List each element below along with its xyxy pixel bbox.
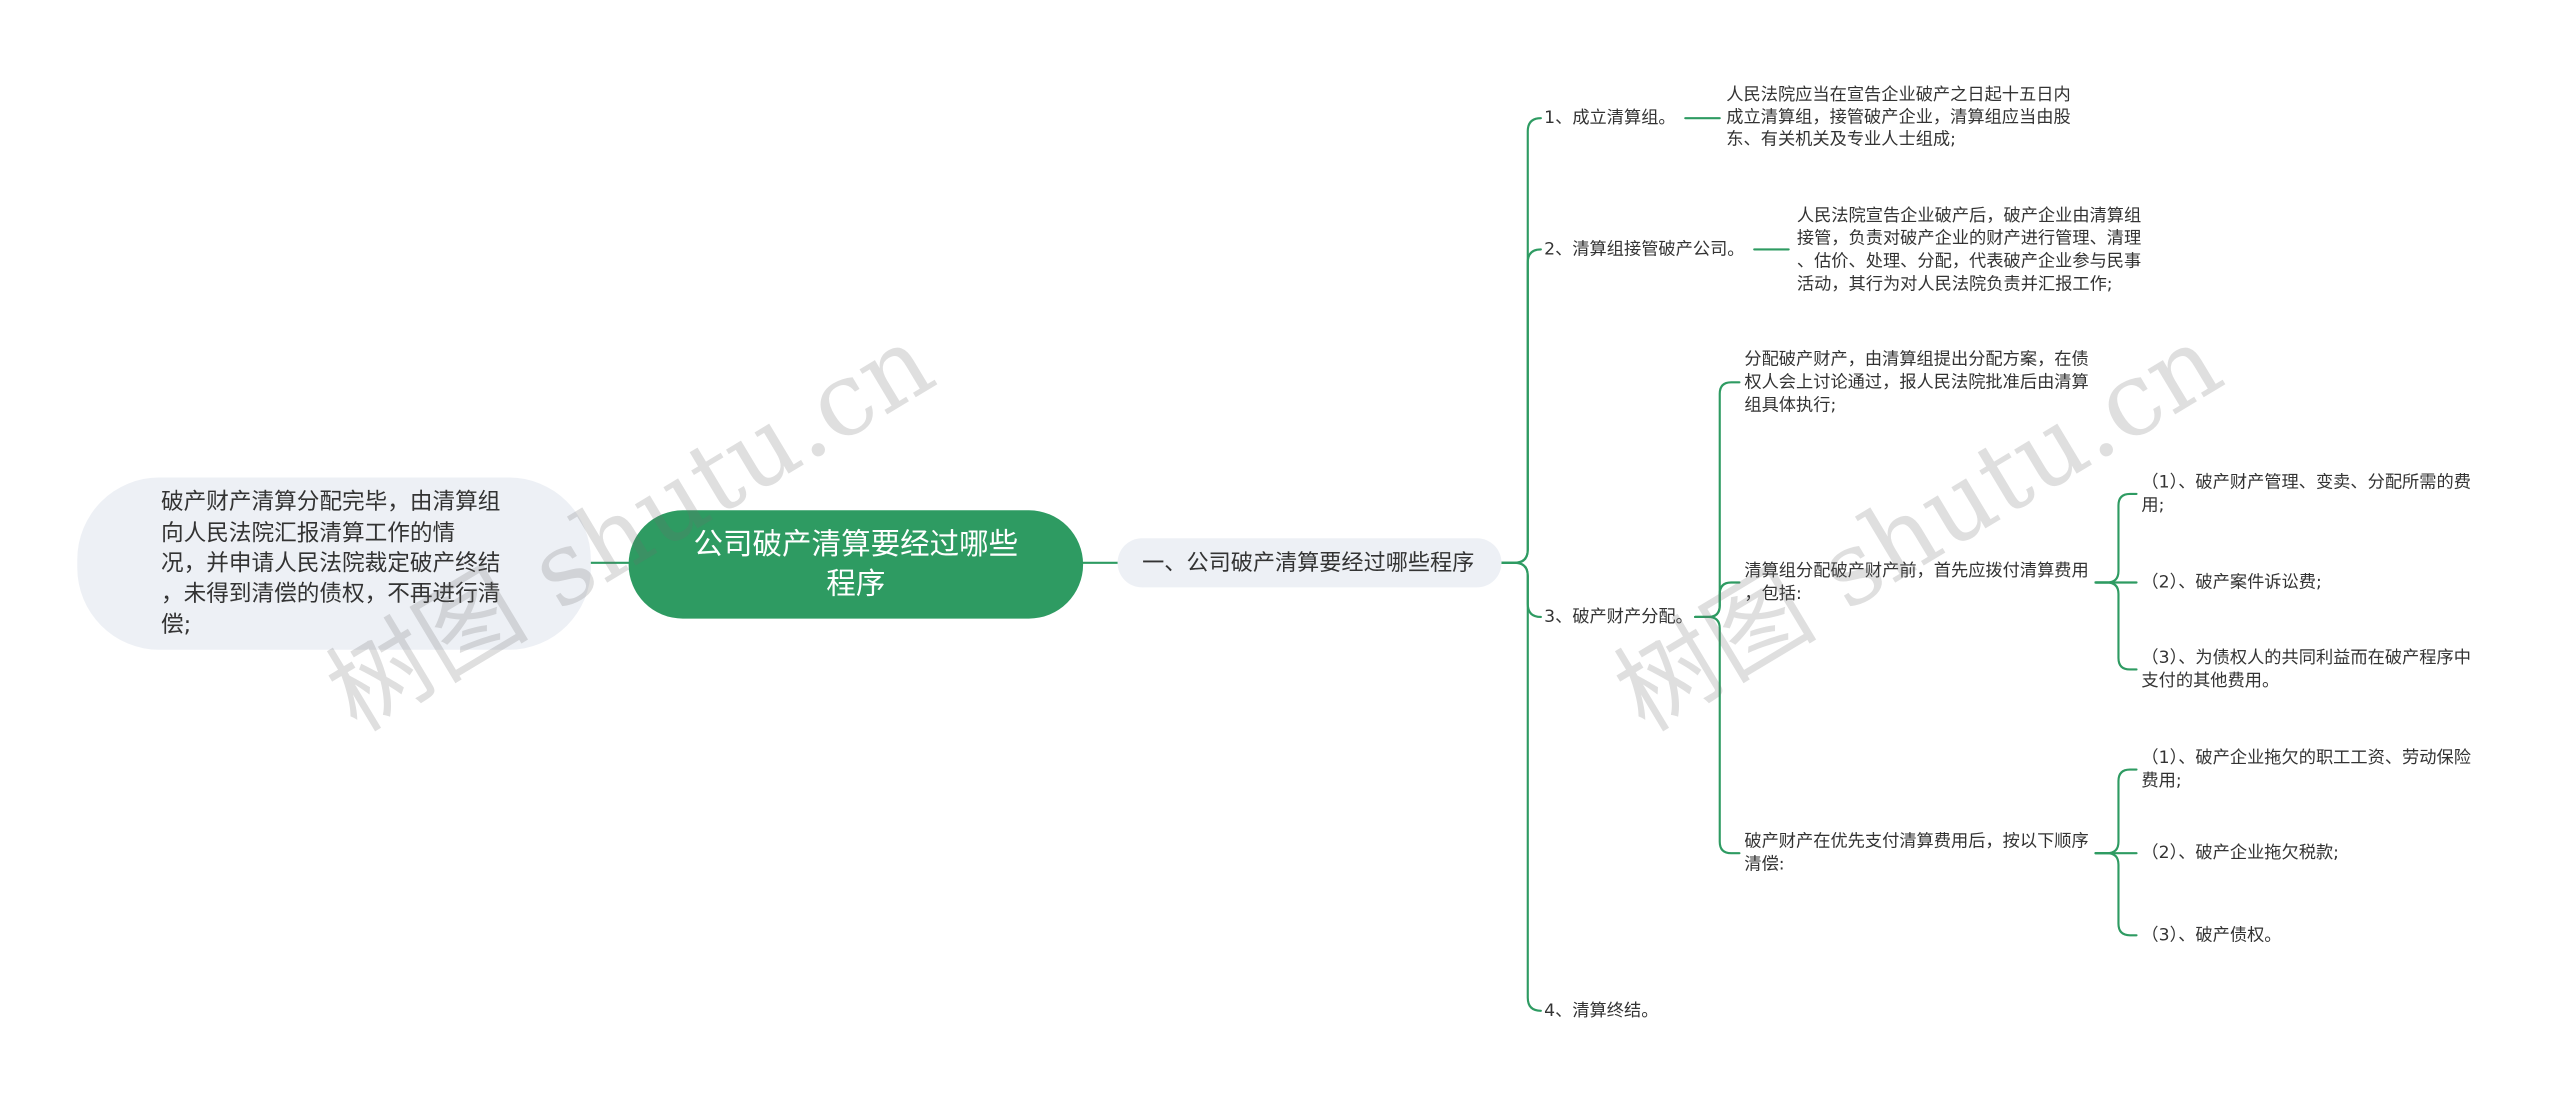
- sub-item-line: 清算组分配破产财产前，首先应拨付清算费用: [1744, 561, 2088, 581]
- left-node-line: 况，并申请人民法院裁定破产终结: [161, 551, 500, 577]
- item-detail-line: 成立清算组，接管破产企业，清算组应当由股: [1726, 107, 2070, 127]
- item-label: 3、破产财产分配。: [1544, 607, 1693, 627]
- sub-item-a: 分配破产财产，由清算组提出分配方案，在债 权人会上讨论通过，报人民法院批准后由清…: [1744, 349, 2088, 415]
- item-label: 4、清算终结。: [1544, 1001, 1658, 1021]
- connector-sub-b-1: [2094, 492, 2138, 584]
- item-label: 1、成立清算组。: [1544, 108, 1676, 128]
- item-label: 2、清算组接管破产公司。: [1544, 239, 1744, 259]
- item-detail-line: 活动，其行为对人民法院负责并汇报工作;: [1797, 275, 2113, 295]
- item-detail-line: 接管，负责对破产企业的财产进行管理、清理: [1797, 229, 2141, 249]
- branch-node-pill: [1117, 538, 1502, 588]
- connector-branch-item-2: [1500, 248, 1542, 564]
- root-node: 公司破产清算要经过哪些 程序: [628, 510, 1084, 619]
- root-node-line: 公司破产清算要经过哪些: [694, 527, 1019, 561]
- item-4: 4、清算终结。: [1544, 1001, 1658, 1021]
- left-node-bubble: [77, 477, 591, 650]
- connector-item-3-sub-b: [1694, 581, 1741, 619]
- sub-item-line: 清偿:: [1744, 855, 1784, 875]
- connectors: [589, 117, 2138, 1012]
- leaf-line: （3）、破产债权。: [2141, 925, 2281, 945]
- leaf-line: （2）、破产企业拖欠税款;: [2141, 843, 2339, 863]
- left-node-line: 破产财产清算分配完毕，由清算组: [161, 489, 500, 515]
- left-node: 破产财产清算分配完毕，由清算组 向人民法院汇报清算工作的情 况，并申请人民法院裁…: [77, 477, 591, 650]
- branch-node-label: 一、公司破产清算要经过哪些程序: [1142, 550, 1474, 576]
- item-detail-line: 、估价、处理、分配，代表破产企业参与民事: [1797, 252, 2141, 272]
- left-node-line: ，未得到清偿的债权，不再进行清: [161, 581, 500, 607]
- item-3: 3、破产财产分配。 分配破产财产，由清算组提出分配方案，在债 权人会上讨论通过，…: [1544, 349, 2471, 945]
- connector-sub-c-3: [2094, 852, 2138, 937]
- watermarks: 树图 shutu.cn 树图 shutu.cn: [308, 302, 2240, 753]
- root-node-pill: [628, 510, 1084, 619]
- sub-item-line: 权人会上讨论通过，报人民法院批准后由清算: [1744, 372, 2088, 392]
- item-detail-line: 东、有关机关及专业人士组成;: [1726, 129, 1956, 149]
- root-node-line: 程序: [826, 566, 885, 600]
- item-detail-line: 人民法院应当在宣告企业破产之日起十五日内: [1726, 85, 2070, 105]
- item-detail-line: 人民法院宣告企业破产后，破产企业由清算组: [1797, 206, 2141, 226]
- item-1: 1、成立清算组。 人民法院应当在宣告企业破产之日起十五日内 成立清算组，接管破产…: [1544, 85, 2071, 149]
- sub-item-line: 破产财产在优先支付清算费用后，按以下顺序: [1744, 832, 2088, 852]
- left-node-line: 偿;: [161, 612, 191, 638]
- leaf-line: （1）、破产财产管理、变卖、分配所需的费: [2141, 472, 2471, 492]
- leaf-line: （1）、破产企业拖欠的职工工资、劳动保险: [2141, 748, 2471, 768]
- left-node-line: 向人民法院汇报清算工作的情: [161, 520, 455, 546]
- leaf-line: （2）、破产案件诉讼费;: [2141, 572, 2321, 592]
- sub-item-b: 清算组分配破产财产前，首先应拨付清算费用 ，包括: （1）、破产财产管理、变卖、…: [1744, 472, 2471, 691]
- sub-item-line: 组具体执行;: [1744, 395, 1836, 415]
- connector-branch-item-3: [1500, 561, 1542, 619]
- connector-sub-c-1: [2094, 768, 2138, 855]
- connector-branch-item-4: [1500, 561, 1542, 1012]
- leaf-line: 支付的其他费用。: [2141, 671, 2279, 691]
- connector-sub-b-3: [2094, 581, 2138, 671]
- leaf-line: 费用;: [2141, 771, 2181, 791]
- branch-node: 一、公司破产清算要经过哪些程序: [1117, 538, 1502, 588]
- sub-item-c: 破产财产在优先支付清算费用后，按以下顺序 清偿: （1）、破产企业拖欠的职工工资…: [1744, 748, 2471, 945]
- connector-branch-item-1: [1500, 117, 1542, 564]
- connector-item-3-sub-c: [1694, 615, 1741, 855]
- leaf-line: （3）、为债权人的共同利益而在破产程序中: [2141, 648, 2471, 668]
- sub-item-line: 分配破产财产，由清算组提出分配方案，在债: [1744, 349, 2088, 369]
- leaf-line: 用;: [2141, 495, 2164, 515]
- sub-item-line: ，包括:: [1744, 584, 1801, 604]
- item-2: 2、清算组接管破产公司。 人民法院宣告企业破产后，破产企业由清算组 接管，负责对…: [1544, 206, 2141, 295]
